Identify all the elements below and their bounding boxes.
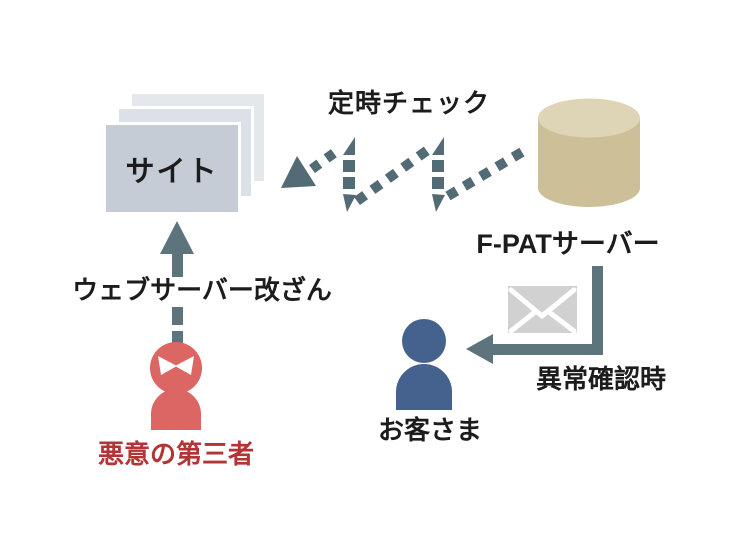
customer-label: お客さま xyxy=(377,415,482,445)
attacker-icon xyxy=(150,342,202,430)
server-label: F-PATサーバー xyxy=(476,229,660,259)
tamper-arrowhead xyxy=(160,221,194,254)
notify-arrowhead xyxy=(466,334,493,364)
notify-arrow xyxy=(466,266,603,364)
attacker-right-eye xyxy=(175,356,194,375)
site-label: サイト xyxy=(125,155,219,188)
attacker-label: 悪意の第三者 xyxy=(97,439,254,469)
customer-icon xyxy=(396,319,452,410)
attacker-left-eye xyxy=(158,356,177,375)
tamper-arrow xyxy=(160,221,194,348)
mail-icon xyxy=(508,286,577,334)
server-icon xyxy=(538,98,640,207)
site-node: サイト xyxy=(103,122,241,215)
notify-label: 異常確認時 xyxy=(535,364,666,394)
tamper-label: ウェブサーバー改ざん xyxy=(72,275,332,305)
zigzag-arrowhead xyxy=(281,156,316,188)
scheduled-check-label: 定時チェック xyxy=(327,88,490,118)
scheduled-check-zigzag-arrow xyxy=(281,137,530,212)
